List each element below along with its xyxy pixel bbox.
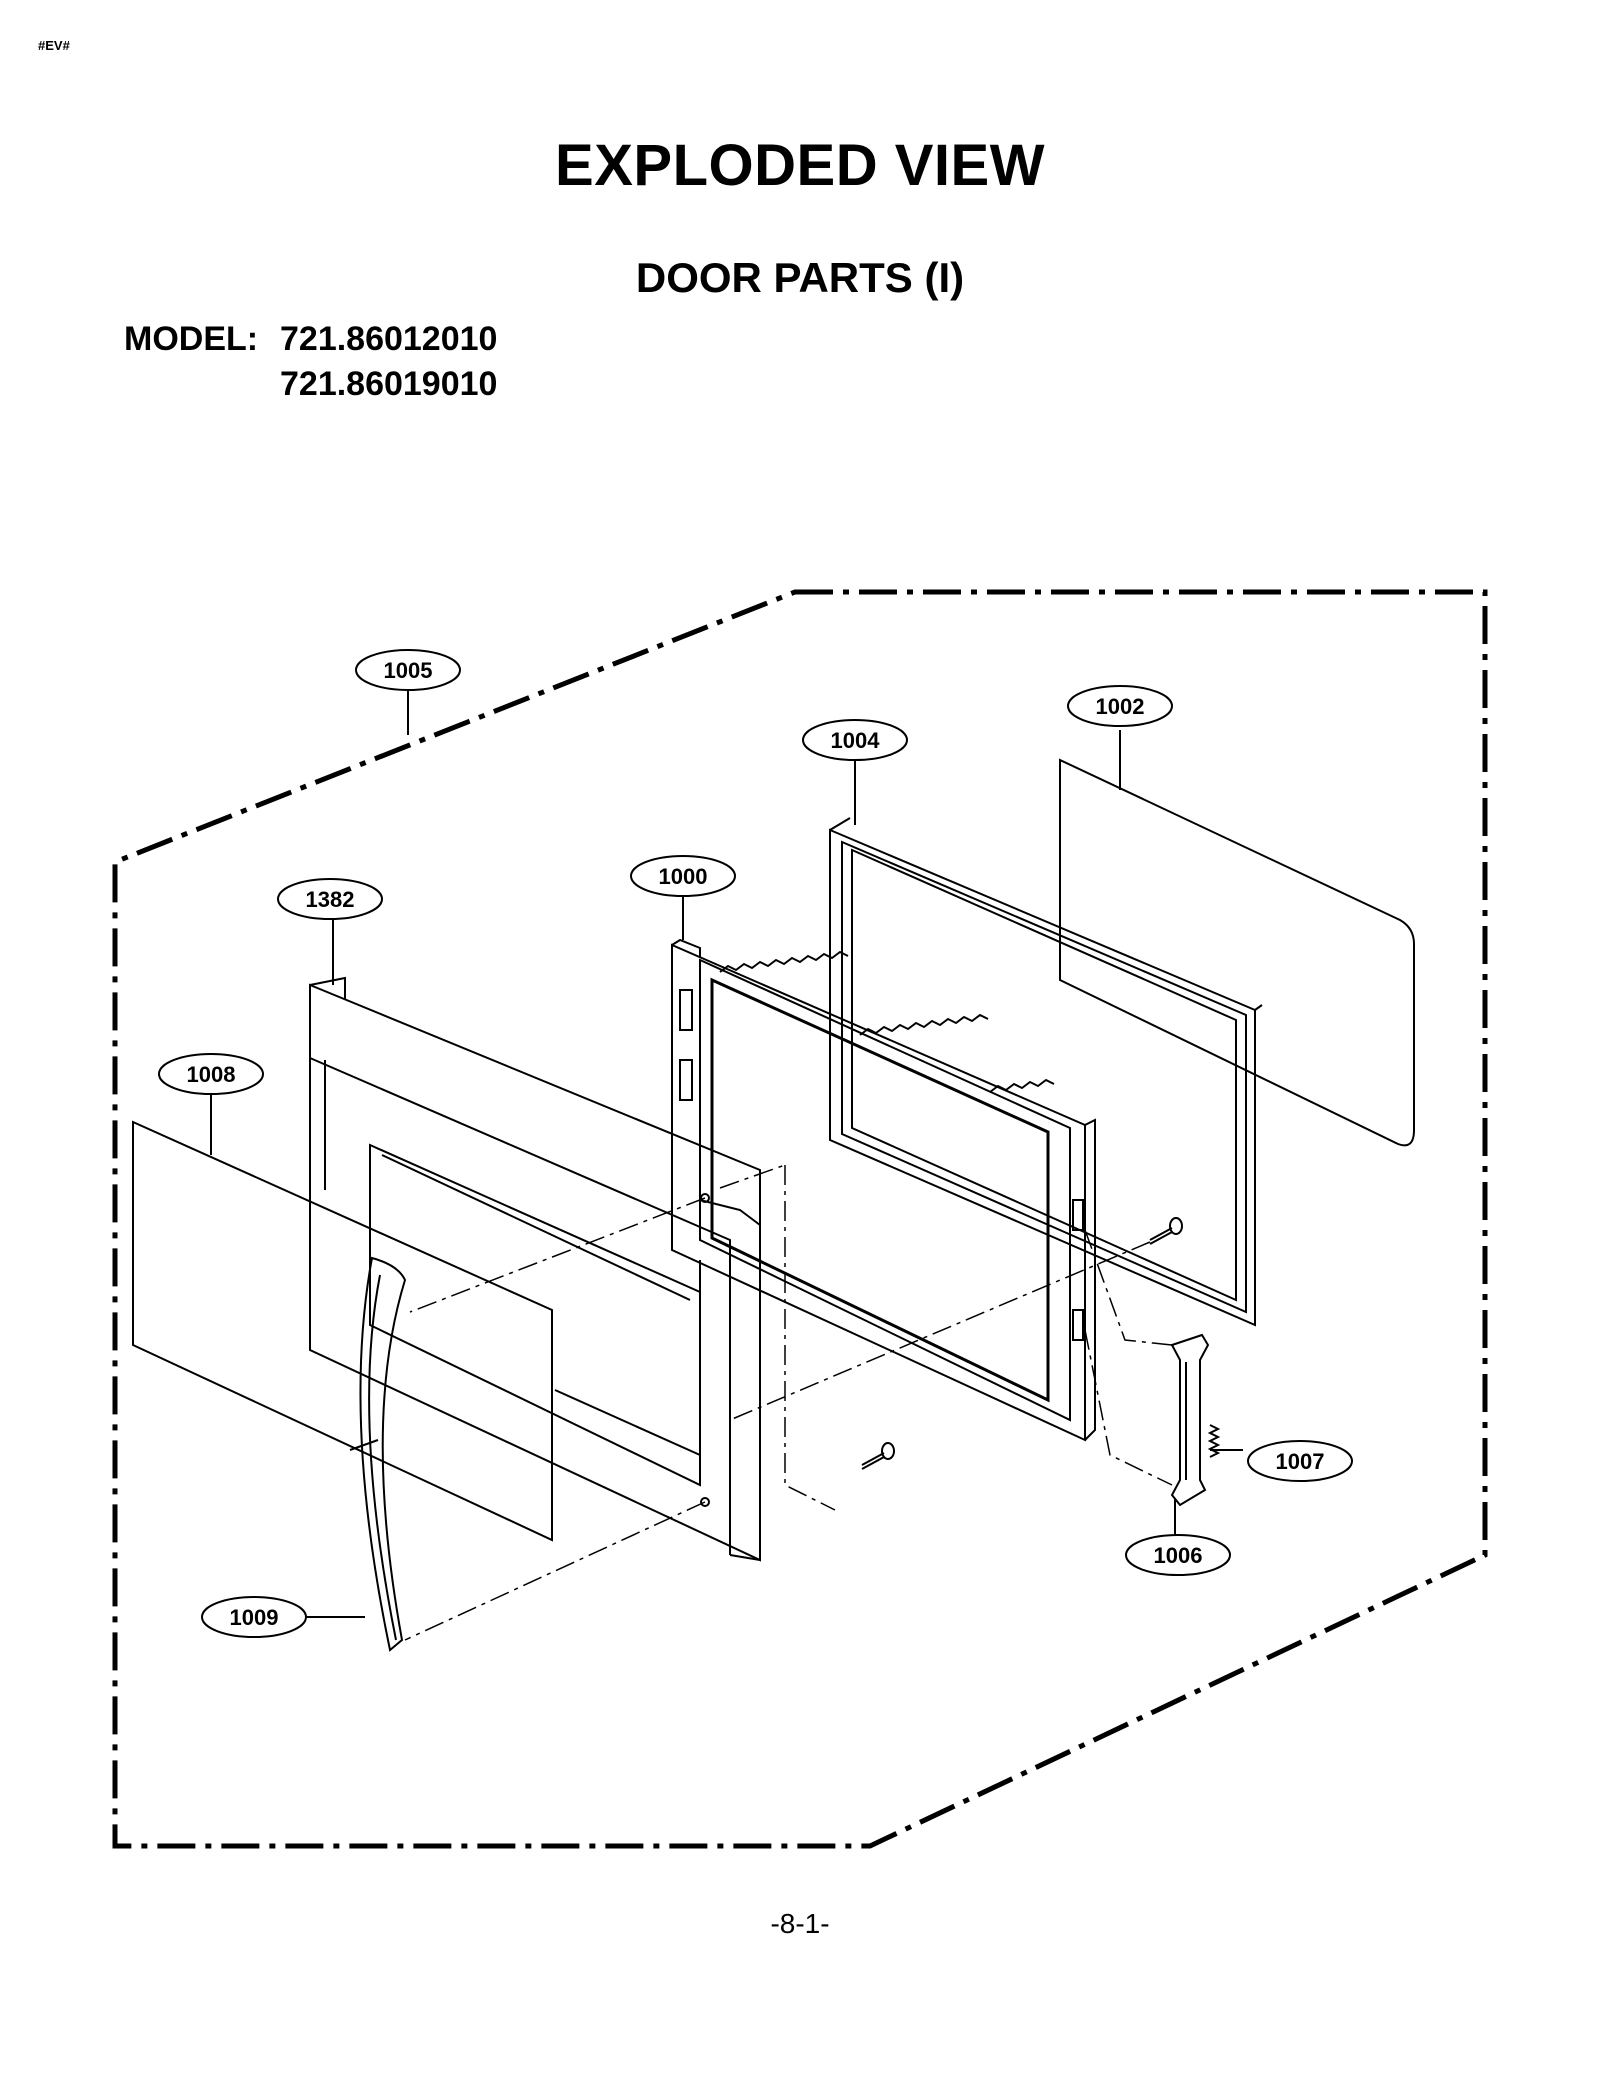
callout-1004: 1004: [802, 719, 908, 761]
door-frame: [671, 938, 1096, 1442]
choke-frame: [829, 817, 1263, 1327]
door-latch: [1170, 1333, 1210, 1507]
inner-glass-panel: [1059, 758, 1415, 1147]
callout-1009: 1009: [201, 1596, 307, 1638]
callout-1006: 1006: [1125, 1534, 1231, 1576]
callout-label: 1000: [659, 864, 708, 889]
front-glass: [132, 1120, 553, 1542]
model-number-2: 721.86019010: [280, 365, 498, 403]
latch-spring: [1207, 1424, 1221, 1458]
callout-1000: 1000: [630, 855, 736, 897]
callout-1002: 1002: [1067, 685, 1173, 727]
page-title: EXPLODED VIEW: [555, 133, 1045, 198]
callout-1382: 1382: [277, 878, 383, 920]
model-number-1: 721.86012010: [280, 320, 498, 358]
document-tag: #EV#: [38, 38, 70, 53]
callout-1008: 1008: [158, 1053, 264, 1095]
screw-right: [1149, 1217, 1183, 1245]
callout-label: 1009: [230, 1605, 279, 1630]
callout-label: 1002: [1096, 694, 1145, 719]
callout-label: 1004: [831, 728, 881, 753]
callout-label: 1006: [1154, 1543, 1203, 1568]
callout-1007: 1007: [1247, 1440, 1353, 1482]
leader-lines: [210, 690, 1243, 1618]
door-handle: [349, 1256, 407, 1652]
screw-left: [861, 1442, 895, 1470]
callout-label: 1008: [187, 1062, 236, 1087]
page-number: -8-1-: [770, 1908, 830, 1939]
callout-1005: 1005: [355, 649, 461, 691]
assembly-boundary: [112, 589, 1488, 1849]
callout-label: 1382: [306, 887, 355, 912]
section-subtitle: DOOR PARTS (I): [635, 254, 965, 301]
assembly-guides: [404, 1164, 1173, 1641]
callout-label: 1005: [384, 658, 433, 683]
callout-label: 1007: [1276, 1449, 1325, 1474]
model-label: MODEL:: [124, 320, 259, 358]
